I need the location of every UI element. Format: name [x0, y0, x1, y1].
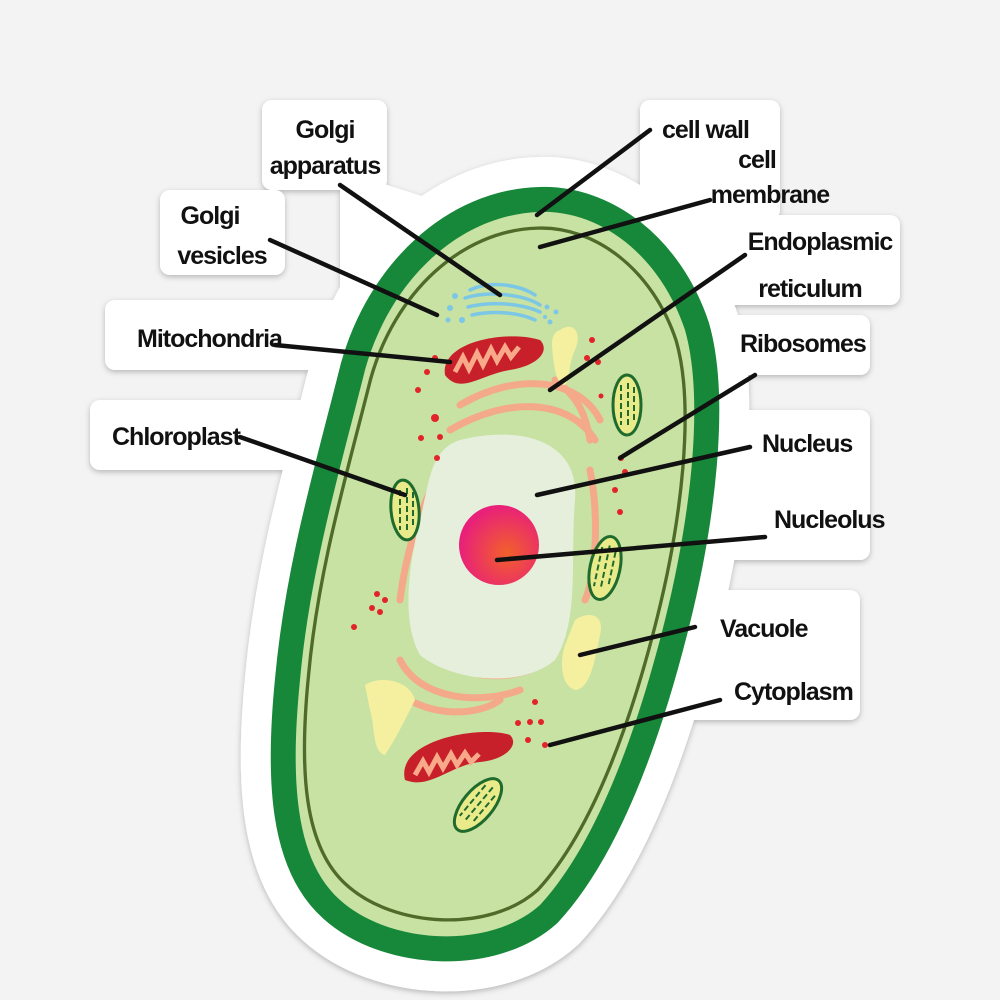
label-mitochondria: Mitochondria: [137, 325, 284, 353]
label-cell-membrane-2: membrane: [711, 181, 831, 209]
chloroplast: [611, 373, 643, 437]
chloroplast: [452, 777, 504, 833]
label-nucleolus: Nucleolus: [774, 506, 885, 534]
golgi-vesicles: [445, 293, 559, 325]
mitochondrion: [404, 732, 514, 783]
vacuole: [552, 326, 578, 385]
label-golgi-vesicles-1: Golgi: [181, 202, 240, 230]
label-endoplasmic-reticulum-2: reticulum: [758, 275, 862, 303]
nucleolus: [459, 505, 539, 585]
label-cell-wall: cell wall: [662, 116, 749, 144]
label-cytoplasm: Cytoplasm: [734, 678, 853, 706]
label-vacuole: Vacuole: [720, 615, 809, 643]
chloroplast: [389, 478, 421, 542]
leader-lines: [237, 127, 768, 748]
label-chloroplast: Chloroplast: [112, 423, 242, 451]
label-cell-membrane-1: cell: [738, 146, 776, 174]
labels: Golgi apparatus Golgi vesicles Mitochond…: [112, 116, 894, 706]
label-nucleus: Nucleus: [762, 430, 852, 458]
label-golgi-vesicles-2: vesicles: [177, 242, 266, 270]
mitochondrion: [444, 336, 544, 384]
label-golgi-apparatus-2: apparatus: [270, 152, 381, 180]
label-endoplasmic-reticulum-1: Endoplasmic: [748, 228, 894, 256]
vacuole: [365, 680, 415, 755]
plant-cell: [296, 212, 695, 936]
label-golgi-apparatus-1: Golgi: [296, 116, 355, 144]
label-ribosomes: Ribosomes: [740, 330, 866, 358]
golgi-apparatus: [463, 282, 542, 322]
